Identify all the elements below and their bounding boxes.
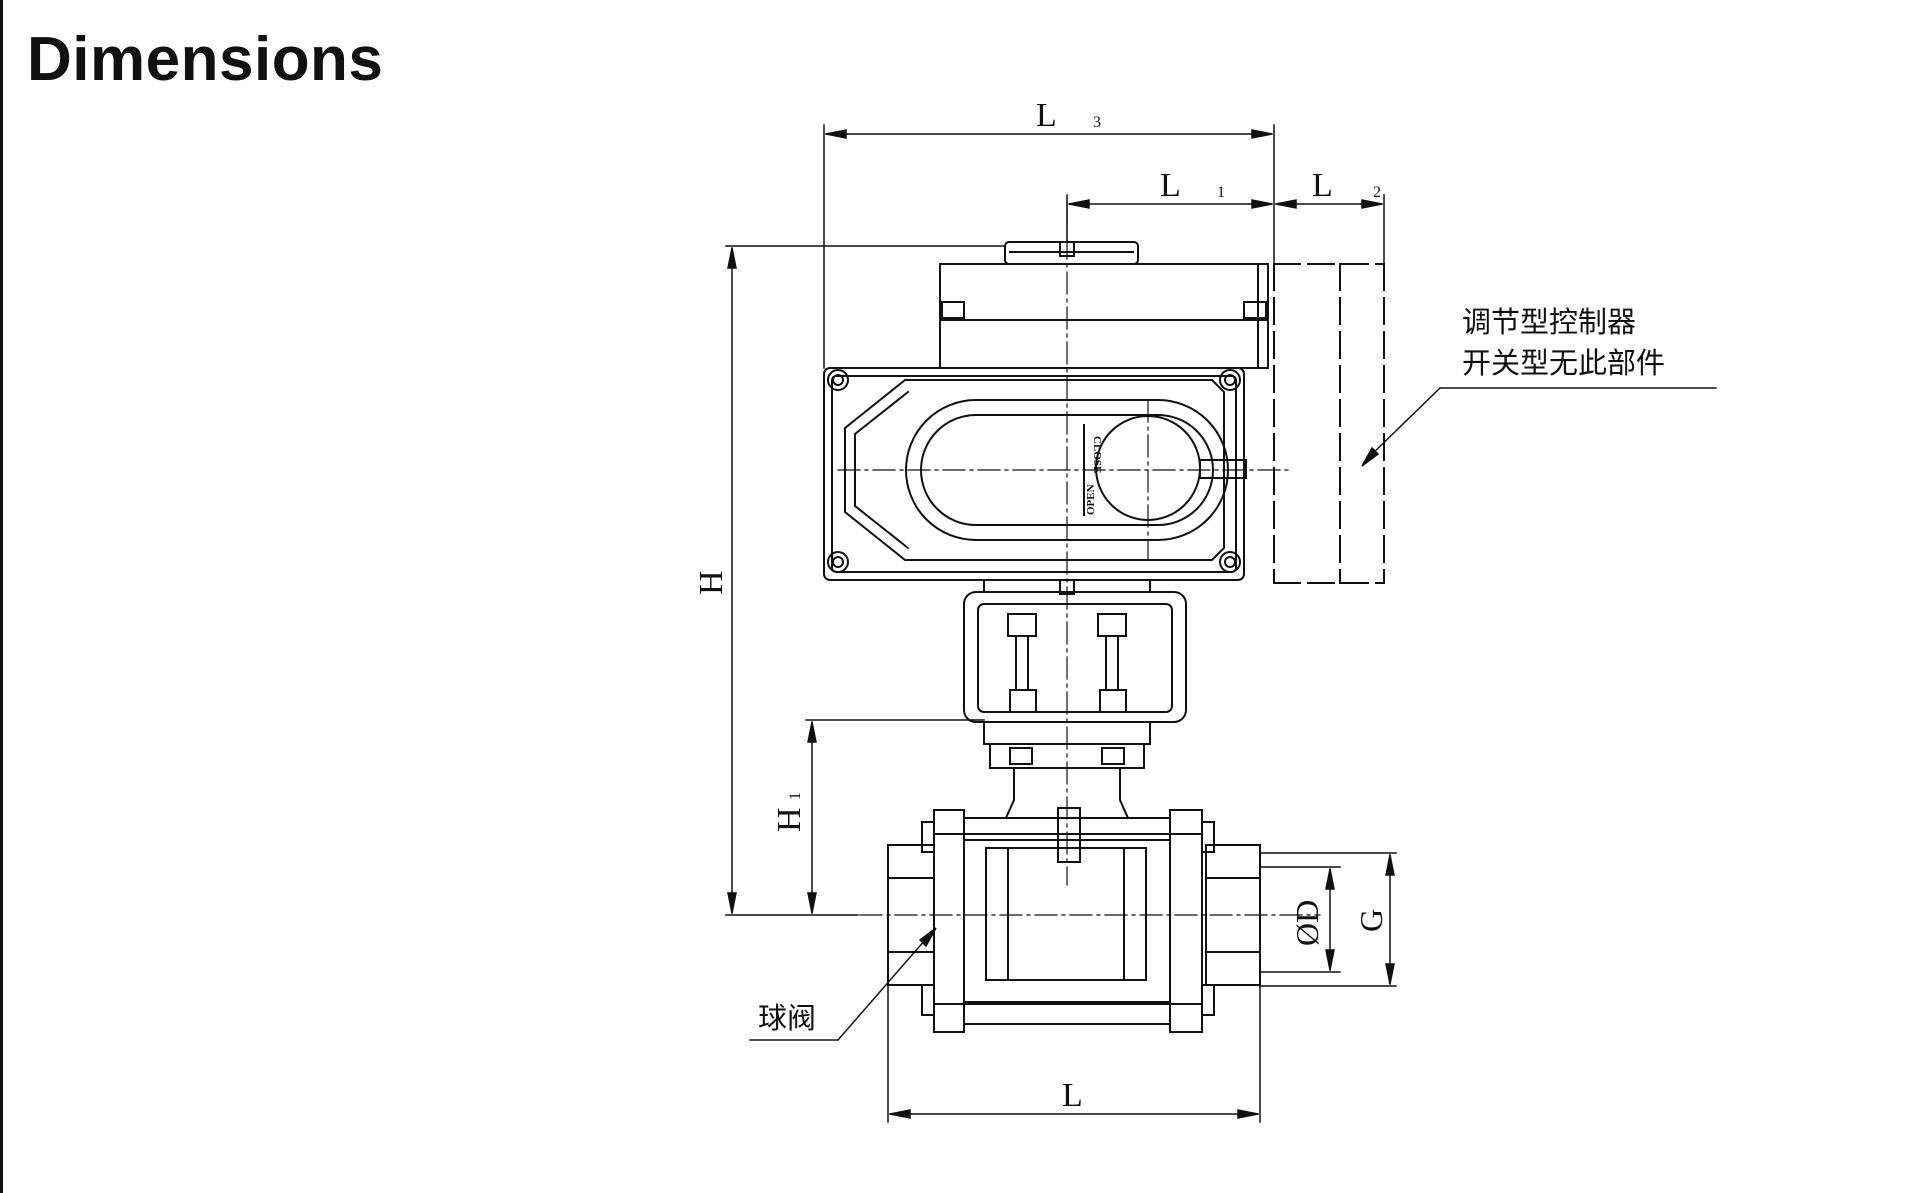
bracket-outer xyxy=(963,591,1187,723)
dim-L3-label: L xyxy=(1036,97,1057,134)
dim-L2-label: L xyxy=(1312,167,1333,204)
controller-note-line2: 开关型无此部件 xyxy=(1462,346,1665,380)
tie-bolt-bottom-left xyxy=(921,984,935,1016)
dial-open-label: OPEN xyxy=(1085,484,1097,515)
dial-pointer xyxy=(1199,459,1247,479)
ball-valve-body xyxy=(887,807,1261,1033)
housing-bolt-tl xyxy=(827,369,849,391)
housing-inner xyxy=(831,375,1237,573)
flange-right xyxy=(1169,809,1203,1033)
coupling-stud xyxy=(1059,579,1075,595)
dim-H-label: H xyxy=(693,570,730,595)
dim-D-label: ØD xyxy=(1289,900,1325,946)
end-cap-right xyxy=(1205,844,1261,986)
dim-H1-label: H xyxy=(771,807,808,832)
dimension-lines xyxy=(725,124,1717,1123)
page-title: Dimensions xyxy=(27,25,384,94)
dim-L1-label: L xyxy=(1160,167,1181,204)
dim-G-label: G xyxy=(1353,909,1389,932)
housing-bevel xyxy=(844,379,1225,561)
housing-bolt-bl xyxy=(827,551,849,573)
dim-H1-subscript: 1 xyxy=(787,792,804,800)
tie-bolt-top-left xyxy=(921,821,935,853)
center-lines xyxy=(837,201,1321,916)
cap-lug-left xyxy=(941,301,965,319)
dim-L-label: L xyxy=(1062,1077,1083,1114)
controller-dashed-outline xyxy=(1273,263,1385,584)
mounting-bracket xyxy=(963,579,1187,820)
dim-L1-subscript: 1 xyxy=(1217,184,1225,201)
bracket-inner xyxy=(977,603,1173,713)
controller-note-line1: 调节型控制器 xyxy=(1462,305,1636,339)
flange-left xyxy=(933,809,965,1033)
ball-valve-note: 球阀 xyxy=(758,1001,816,1035)
cap-lug-right xyxy=(1243,301,1267,319)
indicator-window-inner xyxy=(920,414,1214,526)
center-body xyxy=(963,817,1171,1025)
dial-close-label: CLOSE xyxy=(1091,436,1103,473)
dim-L3-subscript: 3 xyxy=(1093,114,1101,131)
housing-bolt-br xyxy=(1219,551,1241,573)
actuator-housing xyxy=(823,367,1247,581)
actuator-top-cap xyxy=(939,241,1269,369)
indicator-window-outer xyxy=(905,399,1229,541)
dim-L2-subscript: 2 xyxy=(1373,184,1381,201)
housing-bolt-tr xyxy=(1219,369,1241,391)
left-border-rule xyxy=(0,0,3,1193)
